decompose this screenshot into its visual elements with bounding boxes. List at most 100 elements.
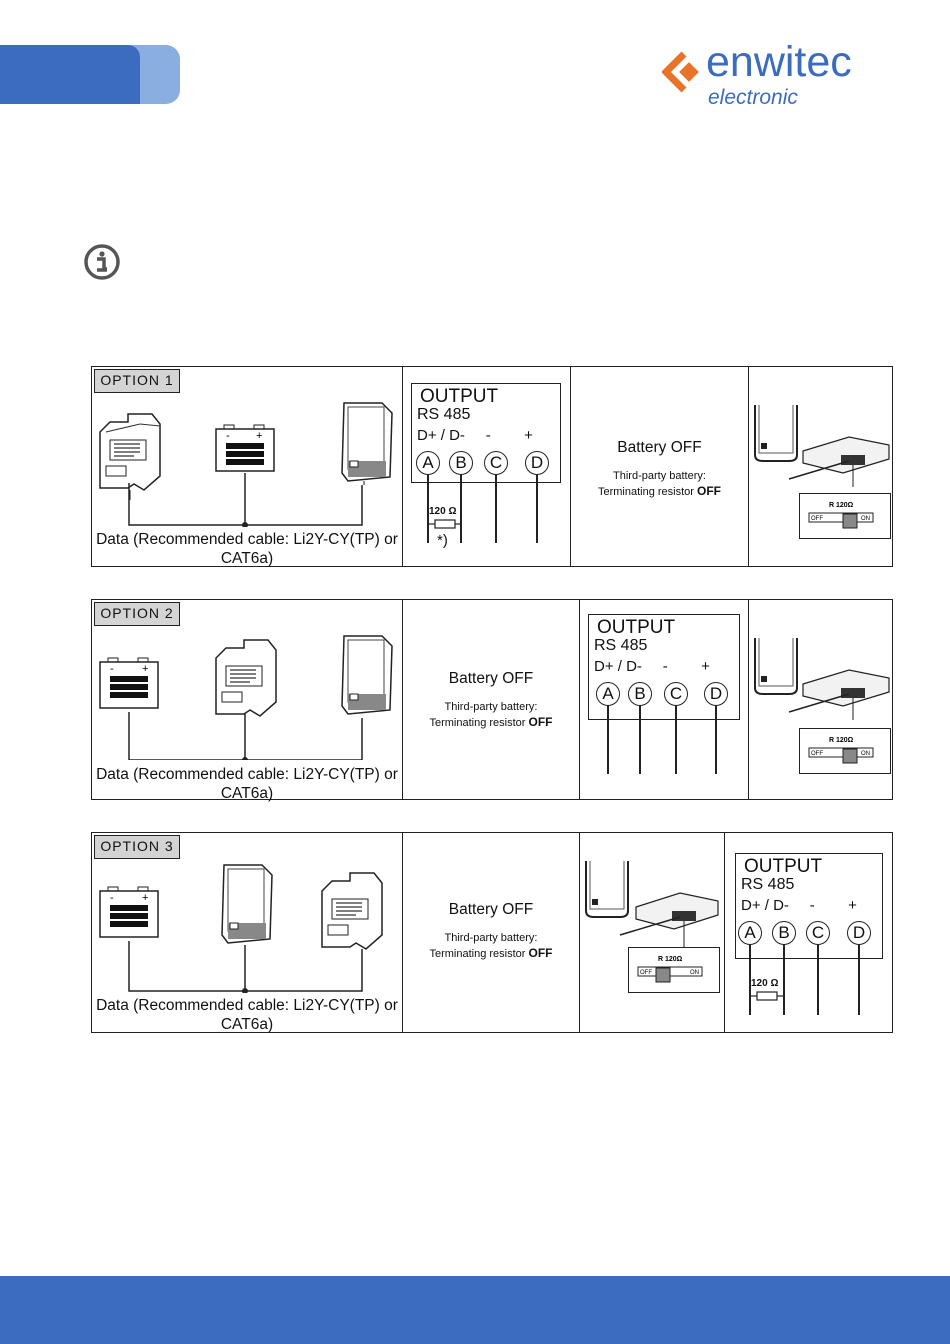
switch-slider: [842, 748, 858, 764]
switch-slider: [842, 513, 858, 529]
inverter-icon: [341, 402, 393, 485]
device-board-illustration: [585, 861, 719, 949]
pin-lead: [715, 704, 717, 774]
switch-off-label: OFF: [640, 970, 652, 976]
cable-caption: Data (Recommended cable: Li2Y-CY(TP) or …: [96, 766, 398, 802]
output-box: OUTPUT RS 485 D+ / D- - +: [411, 383, 561, 483]
resistor-switch: R 120Ω OFF ON: [799, 493, 891, 539]
energy-meter-icon: [321, 872, 383, 950]
pin-lead: [783, 943, 785, 1015]
cable-caption: Data (Recommended cable: Li2Y-CY(TP) or …: [96, 531, 398, 567]
output-title: OUTPUT: [597, 617, 676, 638]
brand-sub: electronic: [708, 86, 798, 109]
option-3-panel: OPTION 3 -+ Data (Recommended cable: Li2…: [91, 832, 893, 1033]
pin-b: B: [449, 451, 473, 475]
output-pin-row: D+ / D- - +: [594, 658, 710, 675]
svg-text:+: +: [142, 892, 148, 904]
output-protocol: RS 485: [594, 637, 648, 654]
pin-lead: [749, 943, 751, 1015]
pin-lead: [639, 704, 641, 774]
resistor-state: OFF: [528, 715, 553, 729]
svg-text:-: -: [226, 430, 230, 442]
energy-meter-icon: [215, 639, 277, 717]
pin-lead: [858, 943, 860, 1015]
option-1-panel: OPTION 1 -+: [91, 366, 893, 567]
option-2-panel: OPTION 2 -+ Data (Recommended cable: Li2…: [91, 599, 894, 802]
output-title: OUTPUT: [744, 856, 823, 877]
battery-status: Battery OFF: [617, 439, 702, 456]
energy-meter-icon: [99, 413, 161, 500]
battery-status-cell: Battery OFF Third-party battery: Termina…: [570, 367, 748, 566]
svg-text:-: -: [110, 892, 114, 904]
output-pin-row: D+ / D- - +: [741, 897, 857, 914]
resistor-switch: R 120Ω OFF ON: [628, 947, 720, 993]
inverter-icon: [221, 864, 273, 944]
switch-on-label: ON: [690, 970, 699, 976]
pin-a: A: [596, 682, 620, 706]
info-circle-icon: [84, 244, 120, 280]
switch-on-label: ON: [861, 751, 870, 757]
wiring-diagram: -+: [99, 635, 393, 760]
battery-status: Battery OFF: [448, 670, 534, 687]
battery-icon: -+: [215, 424, 275, 472]
pin-c: C: [484, 451, 508, 475]
wiring-diagram: -+: [99, 402, 393, 527]
option-label: OPTION 2: [94, 602, 180, 626]
battery-icon: -+: [99, 657, 159, 709]
device-board-illustration: [754, 405, 890, 487]
output-cell: OUTPUT RS 485 D+ / D- - + A B C D 120 Ω: [724, 833, 894, 1032]
switch-label: R 120Ω: [829, 502, 854, 509]
pin-d: D: [525, 451, 549, 475]
switch-off-label: OFF: [811, 516, 823, 522]
output-box: OUTPUT RS 485 D+ / D- - +: [735, 853, 883, 959]
pin-d: D: [704, 682, 728, 706]
switch-on-label: ON: [861, 516, 870, 522]
output-box: OUTPUT RS 485 D+ / D- - +: [588, 614, 740, 720]
logo-diamond-icon: [662, 51, 699, 93]
pin-lead: [675, 704, 677, 774]
pin-lead: [817, 943, 819, 1015]
brand-logo: enwitec electronic: [662, 38, 902, 114]
resistor-switch: R 120Ω OFF ON: [799, 728, 891, 774]
cable-caption: Data (Recommended cable: Li2Y-CY(TP) or …: [96, 997, 398, 1033]
output-title: OUTPUT: [420, 386, 499, 407]
resistor-symbol: [749, 991, 783, 1001]
output-cell: OUTPUT RS 485 D+ / D- - + A B C D 120 Ω …: [402, 367, 570, 566]
battery-note: Third-party battery: Terminating resisto…: [429, 932, 553, 960]
pin-b: B: [772, 921, 796, 945]
svg-text:-: -: [110, 663, 114, 675]
pin-lead: [427, 473, 429, 543]
battery-status-cell: Battery OFF Third-party battery: Termina…: [402, 833, 579, 1032]
switch-slider: [655, 967, 671, 983]
resistor-state: OFF: [528, 946, 553, 960]
inverter-icon: [341, 635, 393, 715]
battery-note: Third-party battery: Terminating resisto…: [597, 470, 722, 498]
pin-c: C: [664, 682, 688, 706]
pin-c: C: [806, 921, 830, 945]
resistor-switch-cell: R 120Ω OFF ON: [748, 600, 894, 799]
wiring-diagram: -+: [99, 864, 383, 993]
switch-off-label: OFF: [811, 751, 823, 757]
output-protocol: RS 485: [741, 876, 795, 893]
pin-b: B: [628, 682, 652, 706]
resistor-label: 120 Ω: [429, 506, 457, 517]
resistor-state: OFF: [697, 484, 722, 498]
pin-lead: [607, 704, 609, 774]
resistor-switch-cell: R 120Ω OFF ON: [579, 833, 724, 1032]
device-board-illustration: [754, 638, 890, 720]
resistor-label: 120 Ω: [751, 978, 779, 989]
option-label: OPTION 3: [94, 835, 180, 859]
output-protocol: RS 485: [417, 406, 471, 423]
header-tab-dark: [0, 45, 140, 104]
pin-d: D: [847, 921, 871, 945]
battery-note: Third-party battery: Terminating resisto…: [429, 701, 553, 729]
option-label: OPTION 1: [94, 369, 180, 393]
brand-name: enwitec: [706, 38, 852, 86]
svg-text:+: +: [142, 663, 148, 675]
pin-lead: [495, 473, 497, 543]
resistor-symbol: [427, 519, 461, 529]
battery-status-cell: Battery OFF Third-party battery: Termina…: [402, 600, 579, 799]
pin-a: A: [416, 451, 440, 475]
pin-a: A: [738, 921, 762, 945]
output-cell: OUTPUT RS 485 D+ / D- - + A B C D: [579, 600, 748, 799]
